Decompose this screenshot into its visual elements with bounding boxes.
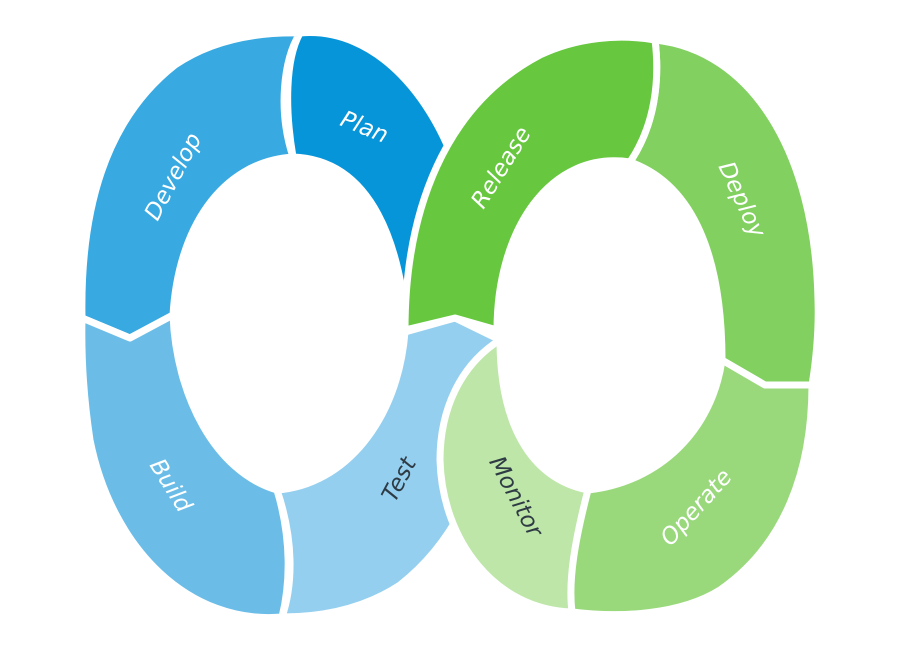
segment-operate [567,356,816,619]
segment-test [273,314,504,621]
segment-release [401,33,661,334]
segment-develop [78,29,304,342]
segment-build [78,311,292,622]
right-loop [401,33,822,619]
